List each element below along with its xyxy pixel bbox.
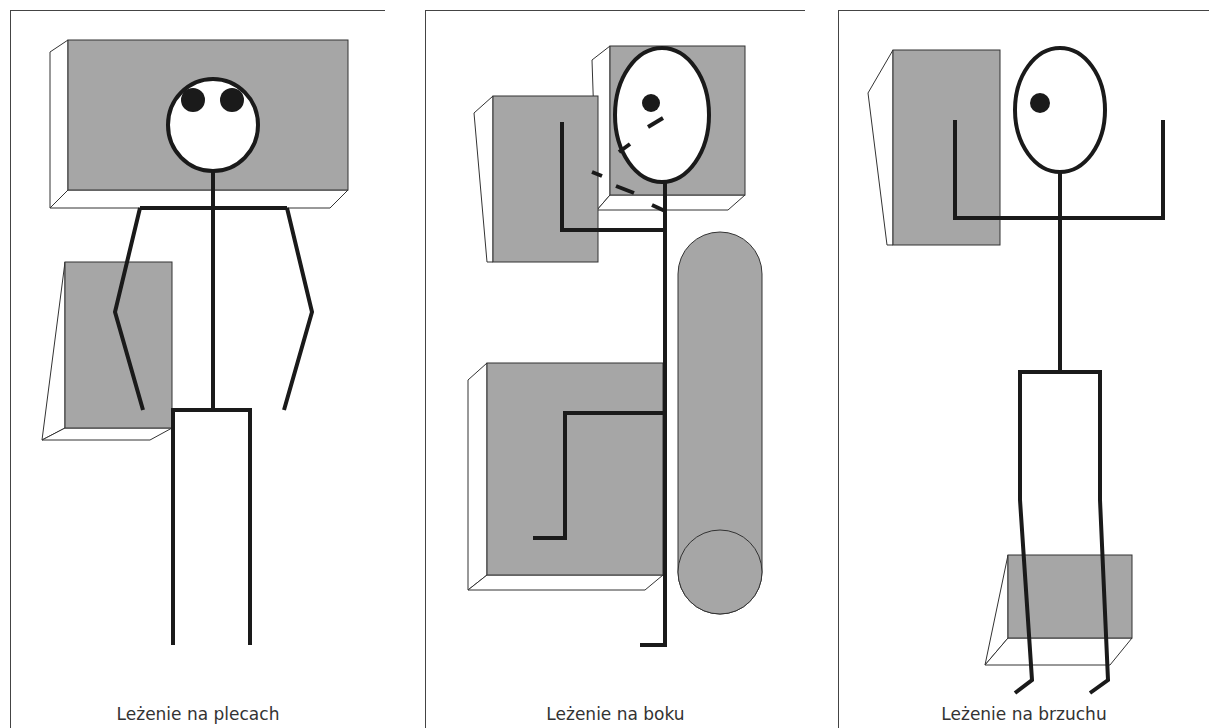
- pose-caption: Leżenie na plecach: [11, 704, 385, 724]
- eye: [1030, 93, 1050, 113]
- bolster-body: [678, 232, 762, 614]
- foot-pillow: [985, 555, 1132, 665]
- head-pillow: [50, 40, 348, 208]
- pose-caption: Leżenie na brzuchu: [839, 704, 1209, 724]
- pillow-side: [50, 40, 68, 208]
- shoulders: [140, 206, 287, 210]
- eye: [181, 88, 205, 112]
- arm: [562, 122, 665, 230]
- legs: [1015, 372, 1108, 693]
- pillow-bottom: [468, 575, 663, 590]
- pillow-side: [474, 96, 493, 262]
- pillow-front: [68, 40, 348, 190]
- pillow-side: [468, 363, 487, 590]
- bolster-end: [678, 530, 762, 614]
- eye: [220, 88, 244, 112]
- arms: [955, 120, 1163, 218]
- pillow-front: [610, 46, 745, 195]
- pillow-side: [42, 262, 65, 440]
- pillow-bottom: [50, 190, 348, 208]
- head: [615, 48, 709, 182]
- torso: [1058, 172, 1062, 372]
- pillow-side: [868, 50, 893, 245]
- head: [1015, 48, 1105, 172]
- hidden-arm-dash: [592, 172, 602, 176]
- head-pillow: [592, 46, 745, 210]
- pose-caption: Leżenie na boku: [426, 704, 805, 724]
- stick-figure: [115, 79, 312, 645]
- hidden-arm-dash: [648, 118, 663, 127]
- pillow-front: [493, 96, 598, 262]
- pose-panel: Leżenie na boku: [425, 10, 805, 728]
- arm: [115, 208, 143, 410]
- pillow-front: [893, 50, 1000, 245]
- stick-figure: [955, 48, 1163, 693]
- hidden-arm-dash: [616, 186, 634, 193]
- arm-pillow: [474, 96, 598, 262]
- pillow-bottom: [985, 638, 1132, 665]
- pillow-bottom: [597, 195, 745, 210]
- pillow-front: [65, 262, 172, 428]
- pose-panel: Leżenie na plecach: [10, 10, 385, 728]
- legs: [173, 410, 250, 645]
- hidden-arm-dash: [619, 144, 630, 152]
- bolster: [678, 232, 762, 614]
- pillow-bottom: [42, 428, 172, 440]
- head: [168, 79, 258, 171]
- arm: [284, 208, 312, 410]
- stick-figure: [533, 48, 709, 645]
- pillow-front: [487, 363, 663, 575]
- eye: [642, 94, 660, 112]
- pose-panel: Leżenie na brzuchu: [838, 10, 1209, 728]
- arm-pillow: [42, 262, 172, 440]
- arm-pillow: [868, 50, 1000, 245]
- leg: [533, 413, 665, 538]
